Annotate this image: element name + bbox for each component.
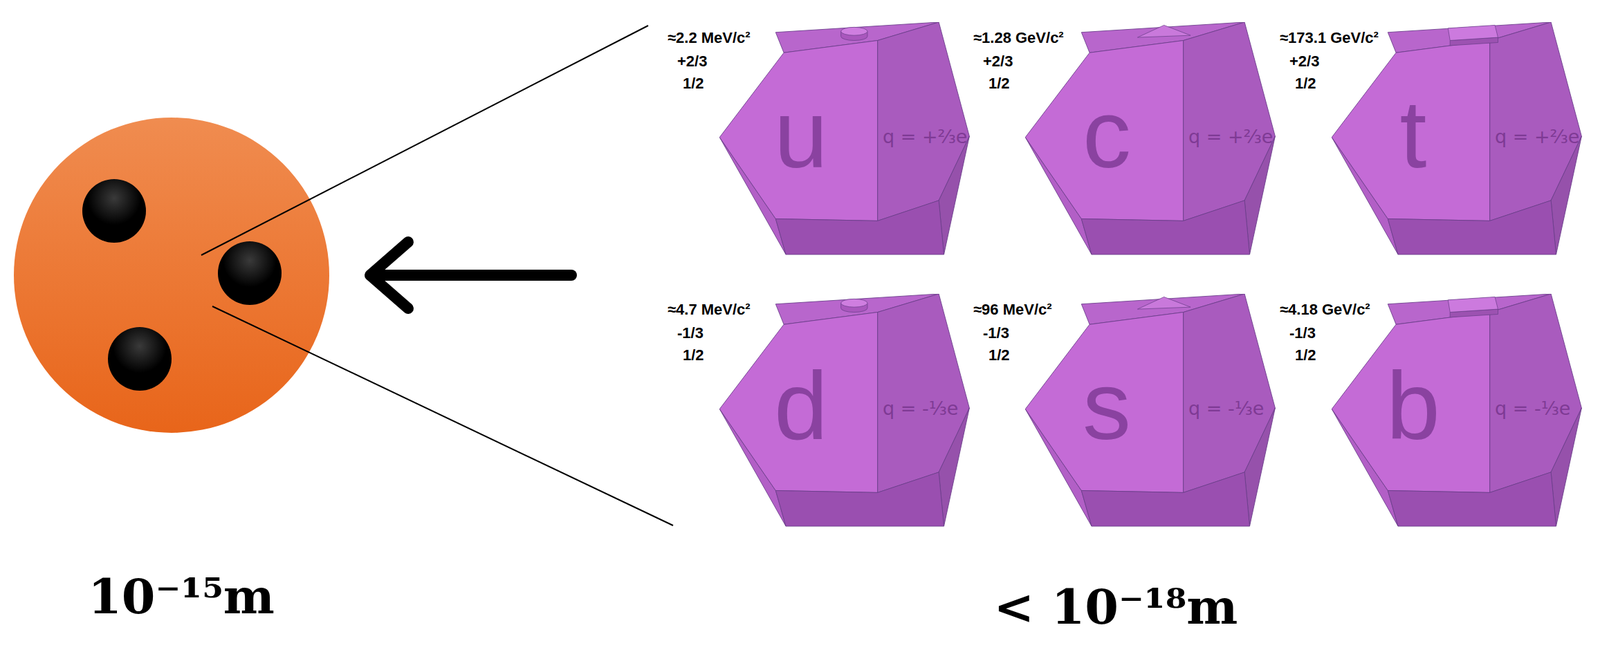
charge-label: +2/3 [982, 53, 1013, 70]
charge-label: -1/3 [982, 325, 1010, 342]
charge-label: +2/3 [1289, 53, 1320, 70]
charge-label: -1/3 [1289, 325, 1316, 342]
top-symbol [1137, 296, 1191, 310]
quark-symbol: c [1082, 85, 1131, 183]
arrow-head [370, 242, 409, 309]
scale-label: < 10⁻¹⁸m [994, 583, 1239, 632]
quark-box: ≈2.2 MeV/c² +2/3 1/2 u q = +²⁄₃e [667, 22, 975, 257]
mass-label: ≈2.2 MeV/c² [667, 30, 751, 46]
top-symbol [1137, 24, 1191, 38]
spin-label: 1/2 [988, 347, 1010, 364]
charge-formula: q = -¹⁄₃e [1188, 399, 1264, 418]
quark-box: ≈4.7 MeV/c² -1/3 1/2 d q = -¹⁄₃e [667, 293, 975, 529]
charge-formula: q = +²⁄₃e [882, 127, 968, 146]
quark-symbol: t [1400, 85, 1428, 183]
top-symbol [1447, 296, 1498, 317]
top-symbol [841, 26, 868, 41]
quark-box: ≈96 MeV/c² -1/3 1/2 s q = -¹⁄₃e [973, 293, 1281, 529]
spin-label: 1/2 [1294, 76, 1317, 92]
charge-label: +2/3 [677, 53, 707, 70]
mass-label: ≈1.28 GeV/c² [973, 30, 1064, 46]
quark-symbol: u [774, 85, 829, 183]
arrow-shaft [376, 269, 572, 281]
charge-label: -1/3 [677, 325, 704, 342]
mass-label: ≈4.7 MeV/c² [667, 302, 751, 318]
proton-circle [13, 117, 330, 434]
charge-formula: q = +²⁄₃e [1494, 127, 1580, 146]
zoom-line [201, 25, 649, 256]
spin-label: 1/2 [1294, 347, 1317, 364]
top-symbol [841, 298, 868, 312]
quark-dot [82, 179, 146, 243]
quark-dot [107, 327, 172, 391]
spin-label: 1/2 [682, 76, 705, 92]
quark-symbol: d [774, 357, 829, 455]
mass-label: ≈173.1 GeV/c² [1279, 30, 1379, 46]
charge-formula: q = -¹⁄₃e [1494, 399, 1571, 418]
charge-formula: q = +²⁄₃e [1188, 127, 1273, 146]
top-symbol [1447, 24, 1498, 45]
charge-formula: q = -¹⁄₃e [882, 399, 959, 418]
spin-label: 1/2 [988, 76, 1010, 92]
scale-label: 10⁻¹⁵m [87, 572, 275, 622]
quark-symbol: b [1386, 357, 1441, 455]
quark-box: ≈4.18 GeV/c² -1/3 1/2 b q = -¹⁄₃e [1279, 293, 1587, 529]
mass-label: ≈96 MeV/c² [973, 302, 1053, 318]
quark-symbol: s [1082, 357, 1131, 455]
mass-label: ≈4.18 GeV/c² [1279, 302, 1371, 318]
zoom-line [212, 306, 674, 526]
quark-box: ≈1.28 GeV/c² +2/3 1/2 c q = +²⁄₃e [973, 22, 1281, 257]
spin-label: 1/2 [682, 347, 705, 364]
quark-dot [217, 241, 282, 306]
quark-box: ≈173.1 GeV/c² +2/3 1/2 t q = +²⁄₃e [1279, 22, 1587, 257]
